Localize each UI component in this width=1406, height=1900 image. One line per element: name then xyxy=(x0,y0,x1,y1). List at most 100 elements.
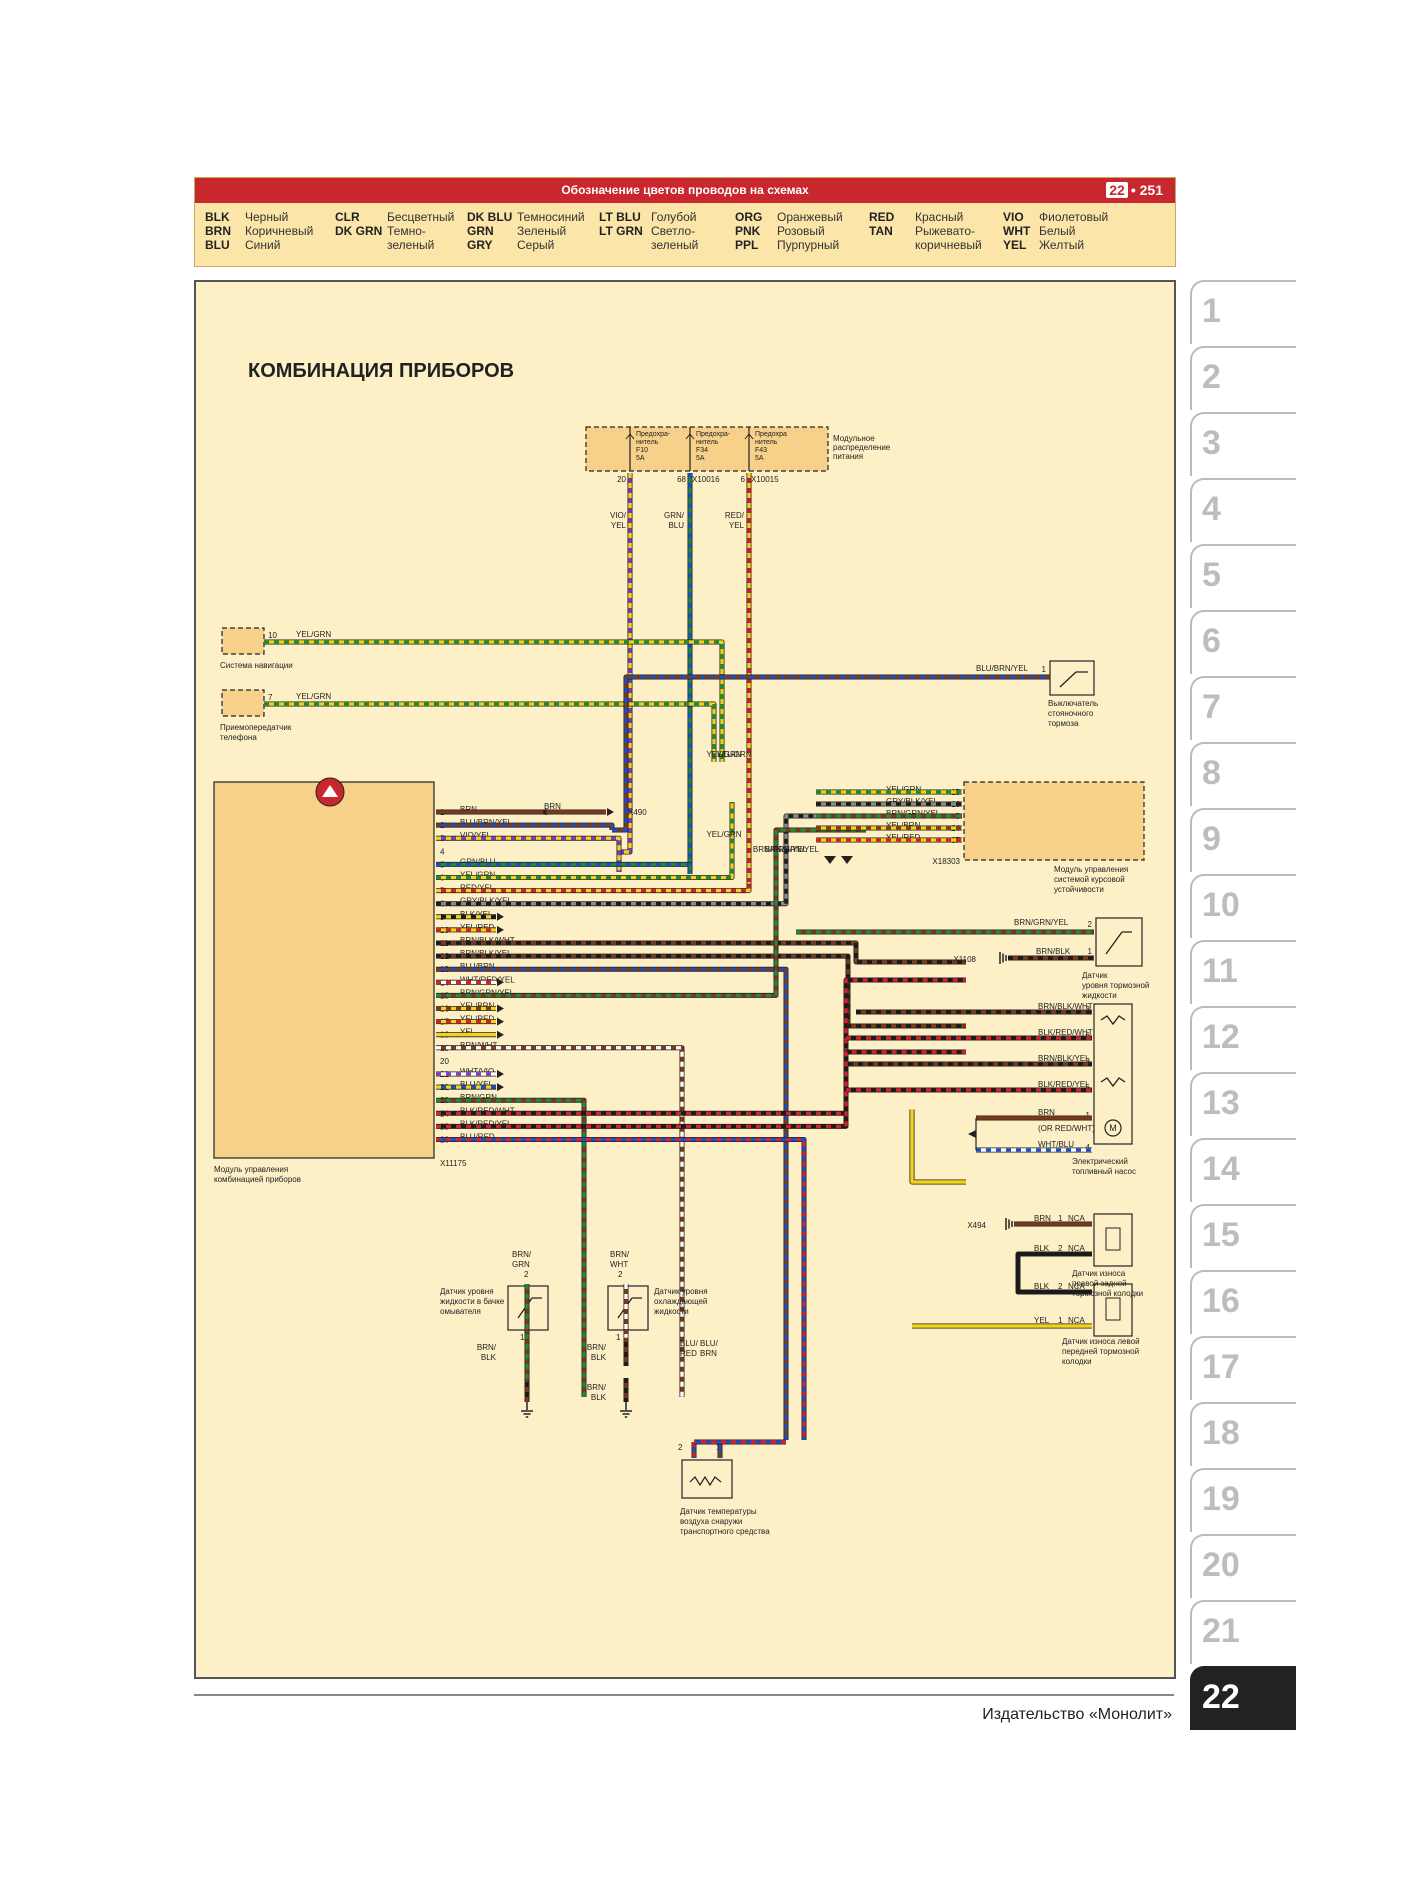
tab-chapter-10[interactable]: 10 xyxy=(1190,874,1296,938)
coolant-name: жидкости xyxy=(654,1307,689,1316)
legend-code: TAN xyxy=(869,224,893,238)
wire xyxy=(910,1109,966,1184)
legend-name: Темно- xyxy=(387,224,426,238)
legend-code: LT BLU xyxy=(599,210,641,224)
legend-name: Фиолетовый xyxy=(1039,210,1109,224)
wire-label: BRN xyxy=(700,1349,717,1358)
fuse-pin: 20 xyxy=(617,475,626,484)
ground-connector: X494 xyxy=(967,1221,986,1230)
tab-chapter-16[interactable]: 16 xyxy=(1190,1270,1296,1334)
wire xyxy=(436,823,614,830)
wire xyxy=(909,1109,966,1185)
cluster-connector: X11175 xyxy=(440,1159,467,1168)
wire-label: GRN xyxy=(512,1260,530,1269)
wire-label: (OR RED/WHT) xyxy=(1038,1124,1095,1133)
fuse-label: 5A xyxy=(696,455,705,462)
wire-label: BLK xyxy=(481,1353,497,1362)
tab-chapter-6[interactable]: 6 xyxy=(1190,610,1296,674)
warning-logo-icon xyxy=(322,785,338,797)
tab-chapter-1[interactable]: 1 xyxy=(1190,280,1296,344)
front-pad-name: Датчик износа левой xyxy=(1062,1337,1140,1346)
cluster-name: комбинацией приборов xyxy=(214,1175,301,1184)
tab-chapter-18[interactable]: 18 xyxy=(1190,1402,1296,1466)
wire xyxy=(436,802,734,880)
wire-label: VIO/ xyxy=(610,511,627,520)
wire xyxy=(436,1050,966,1129)
tab-label: 12 xyxy=(1202,1018,1240,1056)
legend-name: Серый xyxy=(517,238,555,252)
tab-label: 5 xyxy=(1202,556,1221,594)
legend-code: LT GRN xyxy=(599,224,643,238)
wire-label: BLU/ xyxy=(680,1339,699,1348)
wire xyxy=(436,835,622,872)
tab-chapter-15[interactable]: 15 xyxy=(1190,1204,1296,1268)
tab-chapter-4[interactable]: 4 xyxy=(1190,478,1296,542)
switch-icon xyxy=(1059,671,1088,688)
ambient-name: воздуха снаружи xyxy=(680,1517,742,1526)
wire-label: BRN/BLK xyxy=(1036,947,1071,956)
tab-chapter-22[interactable]: 22 xyxy=(1190,1666,1296,1730)
tab-chapter-13[interactable]: 13 xyxy=(1190,1072,1296,1136)
fuse-label: нитель xyxy=(755,439,778,446)
tab-label: 15 xyxy=(1202,1216,1240,1254)
wire-label: WHT xyxy=(610,1260,628,1269)
tab-chapter-3[interactable]: 3 xyxy=(1190,412,1296,476)
fuse-label: нитель xyxy=(636,439,659,446)
tab-chapter-2[interactable]: 2 xyxy=(1190,346,1296,410)
arrow-icon xyxy=(968,1130,976,1138)
wire-label: BRN/GRN/YEL xyxy=(765,845,820,854)
wire-label: BRN/GRN/YEL xyxy=(1014,918,1069,927)
cluster-pin: 4 xyxy=(440,847,445,856)
wire-label: YEL/GRN xyxy=(716,750,751,759)
fuse-label: нитель xyxy=(696,439,719,446)
pump-motor-icon xyxy=(1104,1119,1122,1137)
tab-chapter-20[interactable]: 20 xyxy=(1190,1534,1296,1598)
fuse-connector: X10016 xyxy=(692,475,720,484)
wire-label: BRN xyxy=(544,802,561,811)
legend-code: GRN xyxy=(467,224,494,238)
arrow-icon xyxy=(497,1017,504,1026)
tab-chapter-19[interactable]: 19 xyxy=(1190,1468,1296,1532)
tab-chapter-5[interactable]: 5 xyxy=(1190,544,1296,608)
fuel-pump-name: топливный насос xyxy=(1072,1167,1136,1176)
tab-chapter-21[interactable]: 21 xyxy=(1190,1600,1296,1664)
tab-chapter-17[interactable]: 17 xyxy=(1190,1336,1296,1400)
wire-label: BRN/BLK/YEL xyxy=(1038,1054,1090,1063)
phone-name: телефона xyxy=(220,733,257,742)
legend-name: зеленый xyxy=(651,238,699,252)
ambient-name: Датчик температуры xyxy=(680,1507,757,1516)
wire xyxy=(436,882,751,893)
tab-chapter-8[interactable]: 8 xyxy=(1190,742,1296,806)
tab-label: 3 xyxy=(1202,424,1221,462)
legend-name: коричневый xyxy=(915,238,982,252)
tab-chapter-9[interactable]: 9 xyxy=(1190,808,1296,872)
arrow-icon xyxy=(497,1083,504,1092)
tab-chapter-7[interactable]: 7 xyxy=(1190,676,1296,740)
wire-label: RED xyxy=(680,1349,697,1358)
tab-label: 11 xyxy=(1202,952,1238,990)
sensor-pin: 1 xyxy=(1088,947,1093,956)
tab-chapter-12[interactable]: 12 xyxy=(1190,1006,1296,1070)
wiring-diagram: КОМБИНАЦИЯ ПРИБОРОВПредохра-нительF105A2… xyxy=(213,360,1149,1536)
wire-label: BLU/ xyxy=(700,1339,719,1348)
ground-icon xyxy=(620,1402,632,1418)
fuse-box-name: Модульное xyxy=(833,434,875,443)
arrow-icon xyxy=(497,978,504,987)
legend-code: ORG xyxy=(735,210,763,224)
tab-chapter-11[interactable]: 11 xyxy=(1190,940,1296,1004)
wire-label: BRN/ xyxy=(610,1250,630,1259)
legend-title: Обозначение цветов проводов на схемах xyxy=(561,183,809,197)
wire-label: BRN/ xyxy=(477,1343,497,1352)
wire xyxy=(436,836,621,872)
fuse-pin: 68 xyxy=(677,475,686,484)
wire-label: BLK/RED/WHT xyxy=(1038,1028,1093,1037)
wire-label: YEL xyxy=(611,521,627,530)
tab-chapter-14[interactable]: 14 xyxy=(1190,1138,1296,1202)
wire xyxy=(436,953,966,1029)
sensor-element-icon xyxy=(1100,1015,1126,1026)
brake-fluid-name: жидкости xyxy=(1082,991,1117,1000)
